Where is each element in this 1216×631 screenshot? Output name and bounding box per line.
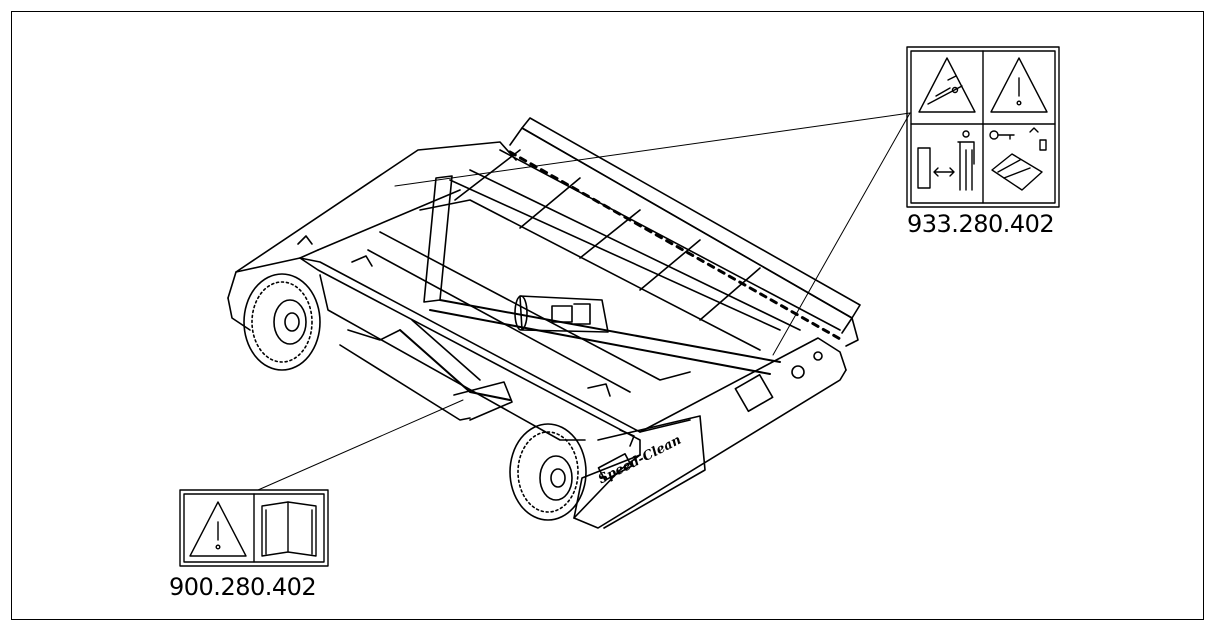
part-number-label-900: 900.280.402	[169, 573, 317, 601]
leader-lines	[257, 112, 911, 491]
part-number-label-933: 933.280.402	[907, 210, 1055, 238]
decal-900-280-402	[179, 489, 329, 567]
warning-triangle-icon	[189, 501, 247, 557]
safe-distance-icon	[917, 130, 975, 191]
left-wheel-icon	[243, 273, 321, 371]
manual-book-icon	[261, 501, 317, 557]
crush-hazard-icon	[918, 57, 976, 113]
right-wheel-icon	[509, 423, 587, 521]
machine-body	[227, 117, 861, 529]
key-removal-maintenance-icon	[989, 127, 1047, 191]
warning-triangle-icon	[990, 57, 1048, 113]
decal-933-280-402	[906, 46, 1060, 208]
